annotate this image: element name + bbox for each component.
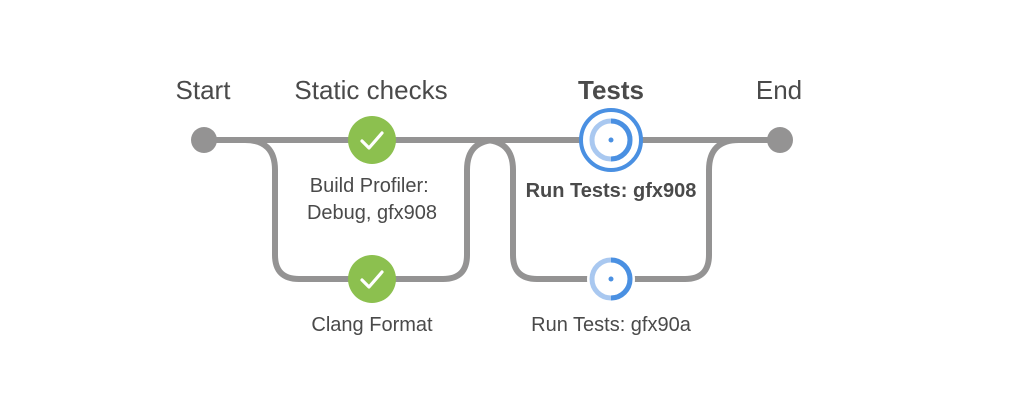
stage-label-end: End [756,75,802,105]
node-run-tests-gfx90a[interactable] [587,255,635,303]
node-label-build-profiler: Build Profiler: Debug, gfx908 [307,175,437,224]
stage-label-tests[interactable]: Tests [578,75,644,105]
node-build-profiler[interactable] [348,116,396,164]
start-node [191,127,217,153]
node-label-run-tests-gfx90a: Run Tests: gfx90a [531,314,692,336]
pipeline-connectors [201,137,783,282]
node-run-tests-gfx908[interactable] [579,108,643,172]
stage-label-start: Start [176,75,232,105]
running-spinner-icon [589,118,633,162]
end-node [767,127,793,153]
check-icon [348,255,396,303]
stage-label-static-checks[interactable]: Static checks [294,75,447,105]
running-spinner-icon [587,255,635,303]
check-icon [348,116,396,164]
node-label-run-tests-gfx908: Run Tests: gfx908 [526,180,697,202]
node-label-clang-format: Clang Format [311,314,433,336]
node-clang-format[interactable] [348,255,396,303]
